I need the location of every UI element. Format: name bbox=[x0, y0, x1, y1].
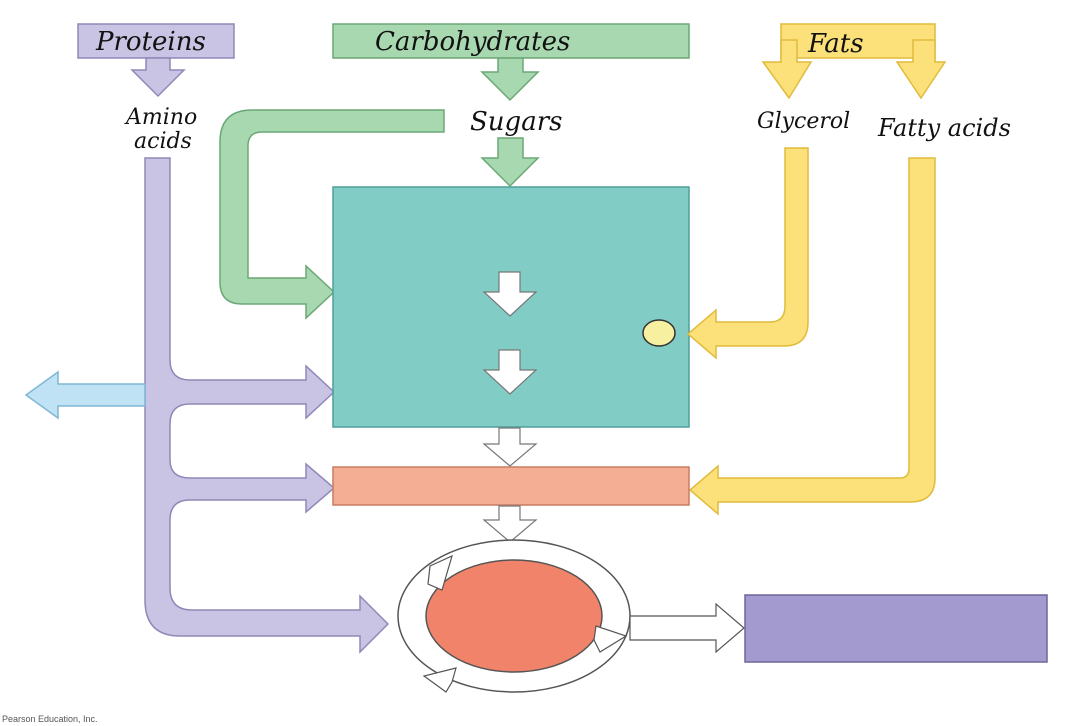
fats-label: Fats bbox=[807, 29, 864, 59]
glycolysis-white-arrow-2 bbox=[482, 349, 538, 395]
fatty-acids-label: Fatty acids bbox=[877, 114, 1011, 142]
cycle-arrowhead-bottom bbox=[422, 667, 457, 693]
fatty-acids-arrow bbox=[688, 157, 936, 516]
sugars-label: Sugars bbox=[470, 107, 562, 137]
copyright-credit: Pearson Education, Inc. bbox=[2, 714, 98, 724]
electron-transport-box bbox=[744, 594, 1048, 663]
fats-to-fatty-acids-arrow bbox=[895, 39, 947, 100]
cycle-arrowhead-right bbox=[593, 625, 628, 653]
carbohydrates-box bbox=[332, 23, 690, 59]
ammonia-arrow bbox=[24, 370, 146, 420]
proteins-down-arrow bbox=[130, 57, 186, 98]
cycle-arrowhead-top bbox=[427, 554, 453, 591]
glycerol-entry-dot bbox=[642, 319, 676, 347]
acetyl-coa-box bbox=[332, 466, 690, 506]
proteins-label: Proteins bbox=[95, 27, 206, 57]
glycolysis-white-arrow-1 bbox=[482, 271, 538, 317]
sugars-down-arrow bbox=[480, 137, 540, 188]
fats-box bbox=[780, 23, 936, 59]
cycle-to-etc-arrow bbox=[629, 602, 745, 654]
acetyl-to-cycle-arrow bbox=[482, 505, 538, 543]
fats-to-glycerol-arrow bbox=[761, 39, 813, 100]
carbohydrates-down-arrow bbox=[480, 57, 540, 102]
proteins-box bbox=[77, 23, 235, 59]
glycolysis-to-pyruvate-arrow bbox=[482, 427, 538, 467]
glycerol-label: Glycerol bbox=[757, 109, 850, 134]
carbohydrates-label: Carbohydrates bbox=[375, 27, 570, 57]
glycerol-arrow bbox=[686, 147, 809, 360]
amino-acids-label-line1: Amino bbox=[124, 105, 197, 130]
carbohydrate-bypass-arrow bbox=[219, 109, 445, 320]
citric-acid-cycle-circle bbox=[425, 559, 603, 673]
amino-acids-label-line2: acids bbox=[134, 129, 192, 154]
